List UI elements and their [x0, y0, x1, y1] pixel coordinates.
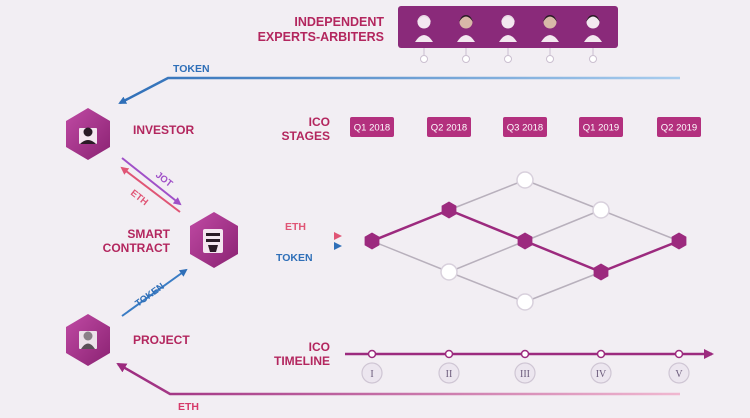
timeline-tick — [596, 349, 606, 359]
expert-connector-dot — [420, 55, 428, 63]
expert-connector-dot — [504, 55, 512, 63]
expert-connector-dot — [589, 55, 597, 63]
lattice-edge — [524, 209, 602, 242]
lattice-edge — [524, 271, 602, 303]
lattice-edge — [600, 209, 680, 242]
ico-stages-title-line1: ICO — [309, 115, 330, 129]
expert-connector-dot — [546, 55, 554, 63]
lattice-node — [592, 201, 610, 219]
timeline-numeral: III — [520, 369, 530, 380]
timeline-numeral: I — [370, 369, 373, 380]
expert-2-avatar-icon — [457, 15, 475, 42]
active-stage-node — [441, 201, 457, 219]
token-top-label: TOKEN — [173, 63, 210, 75]
lattice-edge — [448, 179, 526, 211]
expert-connector-dot — [462, 55, 470, 63]
ico-timeline-title-line1: ICO — [309, 340, 330, 354]
active-stage-node — [517, 232, 533, 250]
stage-badge — [503, 117, 547, 137]
eth-up-label: ETH — [128, 188, 150, 208]
smart-contract-label-line1: SMART — [127, 227, 170, 241]
stage-label: Q2 2018 — [431, 123, 467, 134]
lattice-node — [516, 171, 534, 189]
lattice-edge — [524, 179, 602, 211]
expert-4-avatar-icon — [541, 15, 559, 42]
stage-lattice — [364, 171, 687, 311]
active-path-edge — [524, 239, 602, 274]
timeline-tick — [674, 349, 684, 359]
active-stage-node — [364, 232, 380, 250]
timeline-numeral: V — [675, 369, 683, 380]
expert-avatars — [415, 15, 602, 63]
ico-timeline-title-line2: TIMELINE — [274, 354, 330, 368]
lattice-node — [516, 293, 534, 311]
timeline-numeral: II — [446, 369, 453, 380]
investor-label: INVESTOR — [133, 123, 194, 137]
lattice-edge — [448, 240, 526, 273]
contract-document-icon — [203, 229, 223, 253]
stage-badge — [350, 117, 394, 137]
stage-label: Q1 2019 — [583, 123, 619, 134]
token-right-label: TOKEN — [276, 252, 313, 264]
expert-1-avatar-icon — [415, 15, 433, 42]
timeline-numeral: IV — [596, 369, 607, 380]
eth-up-flow-arrow — [120, 166, 181, 213]
active-path-edge — [600, 239, 680, 274]
eth-bottom-label: ETH — [178, 401, 199, 413]
stage-badge — [657, 117, 701, 137]
token-project-flow-arrow — [121, 268, 188, 317]
timeline-tick — [367, 349, 377, 359]
project-node — [66, 314, 110, 366]
investor-node — [66, 108, 110, 160]
stage-label: Q1 2018 — [354, 123, 390, 134]
experts-title-line2: EXPERTS-ARBITERS — [258, 30, 384, 44]
token-project-label: TOKEN — [133, 281, 166, 309]
investor-avatar-icon — [79, 127, 97, 144]
project-avatar-icon — [79, 331, 97, 349]
active-path-edge — [371, 208, 450, 243]
expert-5-avatar-icon — [584, 15, 602, 42]
timeline-numeral-badge — [361, 362, 383, 384]
timeline-numeral-badge — [668, 362, 690, 384]
ico-stages-title-line2: STAGES — [282, 129, 330, 143]
timeline-tick — [520, 349, 530, 359]
active-stage-node — [593, 263, 609, 281]
expert-3-avatar-icon — [499, 15, 517, 42]
stage-badge — [579, 117, 623, 137]
lattice-node — [440, 263, 458, 281]
jot-flow-arrow — [121, 157, 182, 206]
experts-title-line1: INDEPENDENT — [294, 15, 384, 29]
eth-right-label: ETH — [285, 221, 306, 233]
token-top-flow-arrow — [118, 76, 680, 105]
stage-label: Q3 2018 — [507, 123, 543, 134]
lattice-edge — [448, 271, 526, 303]
lattice-edge — [371, 240, 450, 273]
stage-badge — [427, 117, 471, 137]
smart-contract-label-line2: CONTRACT — [103, 241, 171, 255]
active-path-edge — [448, 208, 526, 243]
timeline-numeral-badge — [514, 362, 536, 384]
eth-bottom-flow-arrow — [116, 362, 680, 396]
active-stage-node — [671, 232, 687, 250]
smart-contract-node — [190, 212, 238, 268]
project-label: PROJECT — [133, 333, 190, 347]
stage-label: Q2 2019 — [661, 123, 697, 134]
jot-label: JOT — [153, 170, 174, 190]
timeline-numeral-badge — [590, 362, 612, 384]
timeline-tick — [444, 349, 454, 359]
stage-lines: Q1 2018 Q2 2018 Q3 2018 Q1 2019 Q2 2019 — [350, 78, 701, 394]
timeline-numeral-badge — [438, 362, 460, 384]
